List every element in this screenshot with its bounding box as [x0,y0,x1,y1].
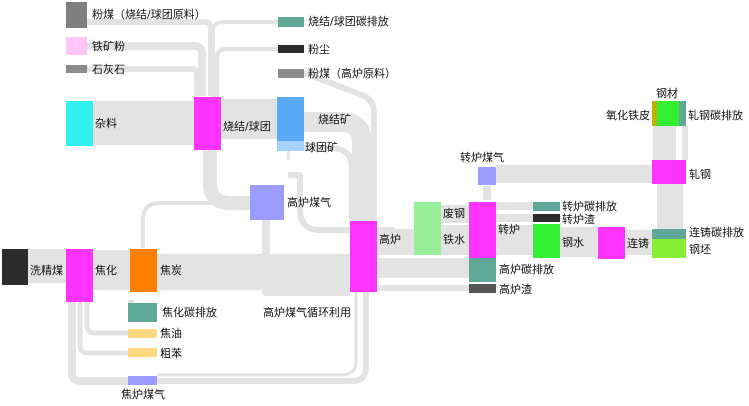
link-gaolu-to-bfgas [288,172,350,233]
label-feigang: 废钢 [443,207,465,220]
node-fenmei-sinter [66,2,87,28]
node-tiekuangfen [66,37,87,55]
node-zhuanlu-meiqi [478,167,496,185]
node-shaojiekuang [277,97,304,141]
label-gaolu: 高炉 [379,233,401,246]
link-sinter-to-carbon [211,20,278,100]
link-bfgas-to-coke [141,201,250,248]
label-bf-gas-recycle: 高炉煤气循环利用 [263,306,351,319]
label-zhagang: 轧钢 [689,168,711,181]
label-xijingmei: 洗精煤 [30,264,63,277]
label-cuben: 粗苯 [160,347,182,360]
label-gangshui: 钢水 [562,236,584,249]
node-cuben [128,348,157,357]
label-gangpi: 钢坯 [689,243,711,256]
link-shihuishi-to-sinter [87,66,200,96]
link-fenmei-bf-to-gaolu [302,70,377,222]
link-tiekuangfen-to-sinter [87,42,206,96]
label-gaolu-meiqi: 高炉煤气 [287,196,331,209]
node-zhagang [652,160,686,184]
link-cokegas-loop [157,292,369,384]
node-lianzhu [598,227,625,259]
node-feigang [414,202,441,226]
link-cokegas-loop-2 [157,292,358,377]
node-zaliao [66,101,93,146]
node-jiaolu-meiqi [128,376,157,385]
node-gaolu [350,221,377,292]
label-tiekuangfen: 铁矿粉 [92,40,125,53]
node-xijingmei [2,249,28,285]
link-ore-to-gaolu [304,112,372,222]
node-gaolu-meiqi [250,185,284,220]
node-gaolu-carbon [469,258,496,282]
node-gaoluzha [469,284,496,293]
node-zhuanlu [469,202,496,258]
label-fenmei-bf: 粉煤（高炉原料） [308,67,396,80]
label-tieshui: 铁水 [443,233,465,246]
node-tieshui [414,226,441,255]
link-bfgas-recycle [262,220,350,296]
node-lianzhu-carbon [652,229,686,239]
label-gaolu-carbon: 高炉碳排放 [499,263,554,276]
node-qiutuankuang [277,141,304,151]
node-sinter-carbon [278,17,304,27]
node-gangcai [657,101,679,126]
node-yanghua-tiepi [652,101,657,126]
node-zhuanlu-carbon [533,202,560,211]
label-zhuanlu-meiqi: 转炉煤气 [460,151,504,164]
label-sinter-carbon: 烧结/球团碳排放 [308,15,389,28]
link-fenmei-to-sinter [87,19,214,96]
node-zhagang-carbon [679,101,686,126]
link-jiaohua-to-jiaoyou [84,292,128,336]
label-fenchen: 粉尘 [308,43,330,56]
label-zhagang-carbon: 轧钢碳排放 [688,109,743,122]
node-fenchen [278,45,304,53]
node-jiaohua [66,249,93,302]
label-lianzhu-carbon: 连铸碳排放 [689,226,744,239]
label-fenmei-sinter: 粉煤（烧结/球团原料） [92,8,206,21]
node-jiaotan [130,249,157,292]
label-gangcai: 钢材 [656,87,678,100]
label-zhuanlu-carbon: 转炉碳排放 [562,200,617,213]
link-jiaohua-to-cuben [77,292,128,356]
label-jiaotan: 焦炭 [160,264,182,277]
label-zhuanluzha: 转炉渣 [562,213,595,226]
node-zhuanluzha [533,214,560,222]
label-shaojie-qiutuan: 烧结/球团 [223,120,271,133]
label-gaoluzha: 高炉渣 [499,283,532,296]
label-jiaohua: 焦化 [95,264,117,277]
label-shaojiekuang: 烧结矿 [318,113,351,126]
label-jiaoyou: 焦油 [160,327,182,340]
label-jiaohua-carbon: 焦化碳排放 [162,306,217,319]
link-qiutuan-to-gaolu [304,145,355,222]
label-qiutuankuang: 球团矿 [305,141,338,154]
label-shihuishi: 石灰石 [92,63,125,76]
node-fenmei-bf [278,69,304,78]
node-gangpi [652,239,686,258]
label-yanghua-tiepi: 氧化铁皮 [606,109,650,122]
label-lianzhu: 连铸 [627,237,649,250]
label-zhuanlu: 转炉 [498,223,520,236]
node-jiaohua-carbon [128,303,157,322]
label-jiaolu-meiqi: 焦炉煤气 [121,388,165,401]
node-jiaoyou [128,329,157,338]
node-gangshui [533,224,560,258]
label-zaliao: 杂料 [95,117,117,130]
node-shaojie-qiutuan [194,97,221,150]
link-jiaohua-to-cokegas [68,292,128,385]
node-shihuishi [66,65,87,73]
link-sinter-to-dust [215,47,278,100]
